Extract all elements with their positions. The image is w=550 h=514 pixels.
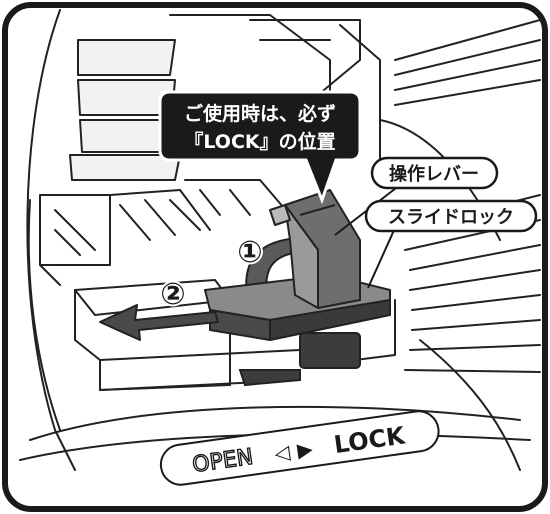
operation-lever-callout: 操作レバー xyxy=(334,156,499,236)
marking-lock-arrow: ▶ xyxy=(296,436,315,462)
warning-line-1: ご使用時は、必ず xyxy=(184,102,336,125)
slide-lock-callout: スライドロック xyxy=(364,199,538,289)
open-lock-marking: OPEN ◁ ▶ LOCK xyxy=(159,410,440,486)
step-2-label: ② xyxy=(160,277,185,312)
step-1-label: ① xyxy=(237,235,262,270)
slide-lock-label: スライドロック xyxy=(388,207,514,228)
slide-arrow-2 xyxy=(99,304,219,341)
operation-lever xyxy=(269,189,361,309)
slide-knob xyxy=(299,332,361,369)
marking-open-arrow: ◁ xyxy=(272,439,292,465)
warning-line-2: 『LOCK』の位置 xyxy=(184,130,335,153)
warning-callout: ご使用時は、必ず 『LOCK』の位置 xyxy=(158,90,362,205)
operation-lever-label: 操作レバー xyxy=(389,163,479,185)
